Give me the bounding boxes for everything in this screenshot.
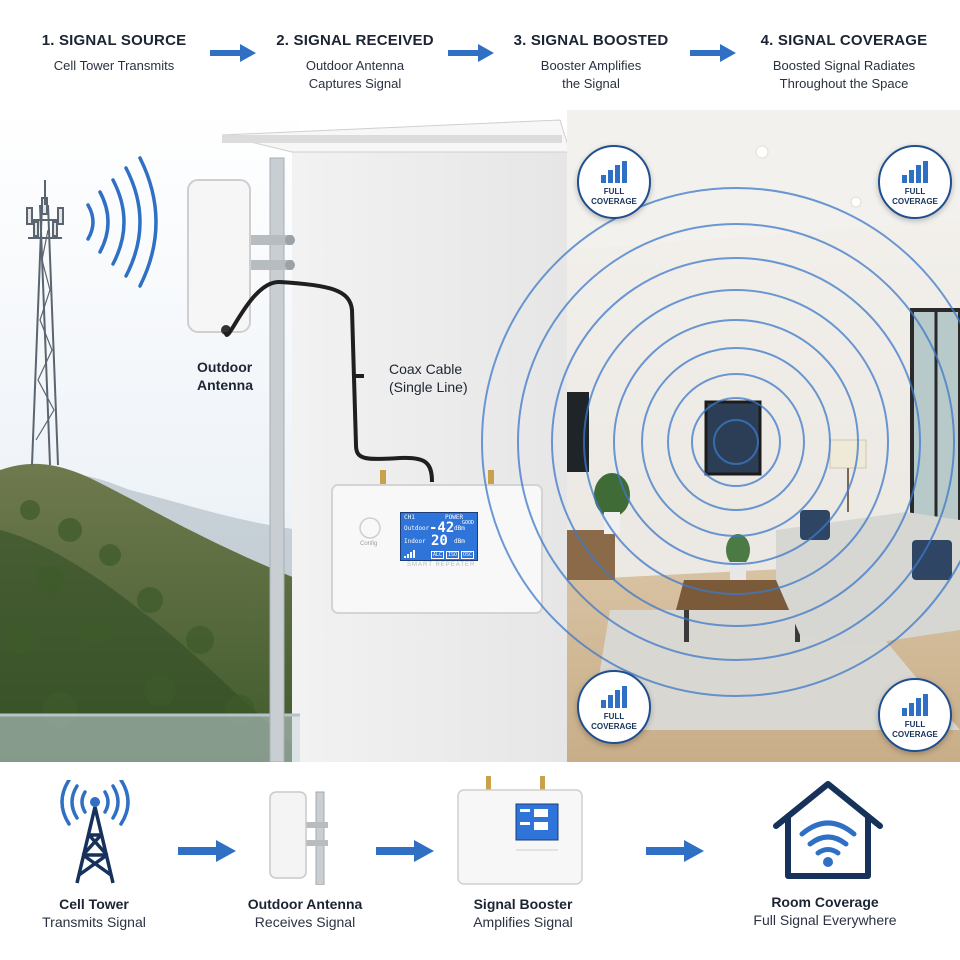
step-description: Cell Tower Transmits <box>53 58 175 73</box>
tower-signal-waves <box>86 156 158 288</box>
step-description: Booster Amplifies the Signal <box>540 58 642 91</box>
bottom-title-cell-tower: Cell Tower <box>59 896 129 912</box>
step-1: 1. SIGNAL SOURCE Cell Tower Transmits <box>14 32 214 75</box>
step-3: 3. SIGNAL BOOSTED Booster Amplifies the … <box>491 32 691 93</box>
house-wifi-icon <box>773 781 883 879</box>
badge-text: FULL COVERAGE <box>892 720 938 739</box>
lcd-indoor-unit: dBm <box>454 538 465 545</box>
cell-tower <box>26 180 64 466</box>
lcd-indicator-osc: OSC <box>461 551 475 559</box>
signal-booster-icon <box>457 776 583 885</box>
badge-text: FULL COVERAGE <box>591 712 637 731</box>
config-label: Config <box>360 541 378 547</box>
full-coverage-badge: FULL COVERAGE <box>577 670 651 744</box>
coverage-rings <box>481 187 960 697</box>
signal-bars-icon <box>902 161 928 183</box>
lcd-indoor-value: 20 <box>431 533 448 549</box>
outdoor-antenna-label: Outdoor Antenna <box>197 359 253 393</box>
lcd-outdoor-value: -42 <box>429 520 455 536</box>
full-coverage-badge: FULL COVERAGE <box>878 145 952 219</box>
full-coverage-badge: FULL COVERAGE <box>577 145 651 219</box>
lcd-outdoor-unit: dBm <box>454 525 465 532</box>
booster-brand-label: SMART REPEATER <box>407 562 476 568</box>
lcd-signal-bars-icon <box>404 550 415 558</box>
signal-bars-icon <box>601 161 627 183</box>
arrow-right-icon <box>646 840 704 862</box>
step-4: 4. SIGNAL COVERAGE Boosted Signal Radiat… <box>744 32 944 93</box>
cell-tower-icon <box>60 780 130 884</box>
badge-text: FULL COVERAGE <box>892 187 938 206</box>
outdoor-antenna-panel <box>187 179 251 333</box>
lcd-power: POWER <box>445 514 464 521</box>
arrow-right-icon <box>448 44 494 62</box>
coax-cable <box>224 279 434 483</box>
step-description: Outdoor Antenna Captures Signal <box>305 58 405 91</box>
signal-bars-icon <box>902 694 928 716</box>
step-description: Boosted Signal Radiates Throughout the S… <box>772 58 916 91</box>
lcd-channel: CH1 <box>404 514 415 521</box>
scene-illustration <box>0 110 960 762</box>
arrow-right-icon <box>690 44 736 62</box>
lcd-indoor-label: Indoor <box>404 538 426 545</box>
bottom-desc-room-coverage: Full Signal Everywhere <box>753 912 897 928</box>
step-title: 2. SIGNAL RECEIVED <box>276 32 434 49</box>
booster-lcd-display: CH1 POWER Outdoor -42 dBm GOOD Indoor 20… <box>400 512 478 561</box>
signal-bars-icon <box>601 686 627 708</box>
bottom-desc-signal-booster: Amplifies Signal <box>473 914 573 930</box>
step-title: 4. SIGNAL COVERAGE <box>760 32 928 49</box>
badge-text: FULL COVERAGE <box>591 187 637 206</box>
outdoor-antenna-icon <box>269 791 328 885</box>
bottom-title-outdoor-antenna: Outdoor Antenna <box>247 896 363 912</box>
bottom-desc-outdoor-antenna: Receives Signal <box>254 914 356 930</box>
bottom-title-signal-booster: Signal Booster <box>473 896 573 912</box>
lcd-indicator-alc: ALC <box>431 551 445 559</box>
step-2: 2. SIGNAL RECEIVED Outdoor Antenna Captu… <box>255 32 455 93</box>
full-coverage-badge: FULL COVERAGE <box>878 678 952 752</box>
step-title: 3. SIGNAL BOOSTED <box>513 32 669 49</box>
coax-cable-label: Coax Cable (Single Line) <box>389 361 468 395</box>
lcd-indicator-iso: ISO <box>446 551 460 559</box>
lcd-outdoor-status: GOOD <box>462 520 475 526</box>
bottom-title-room-coverage: Room Coverage <box>771 894 879 910</box>
step-title: 1. SIGNAL SOURCE <box>41 32 187 49</box>
arrow-right-icon <box>376 840 434 862</box>
arrow-right-icon <box>178 840 236 862</box>
lcd-outdoor-label: Outdoor <box>404 525 430 532</box>
bottom-desc-cell-tower: Transmits Signal <box>42 914 146 930</box>
arrow-right-icon <box>210 44 256 62</box>
installation-scene: Outdoor Antenna Coax Cable (Single Line)… <box>0 110 960 762</box>
